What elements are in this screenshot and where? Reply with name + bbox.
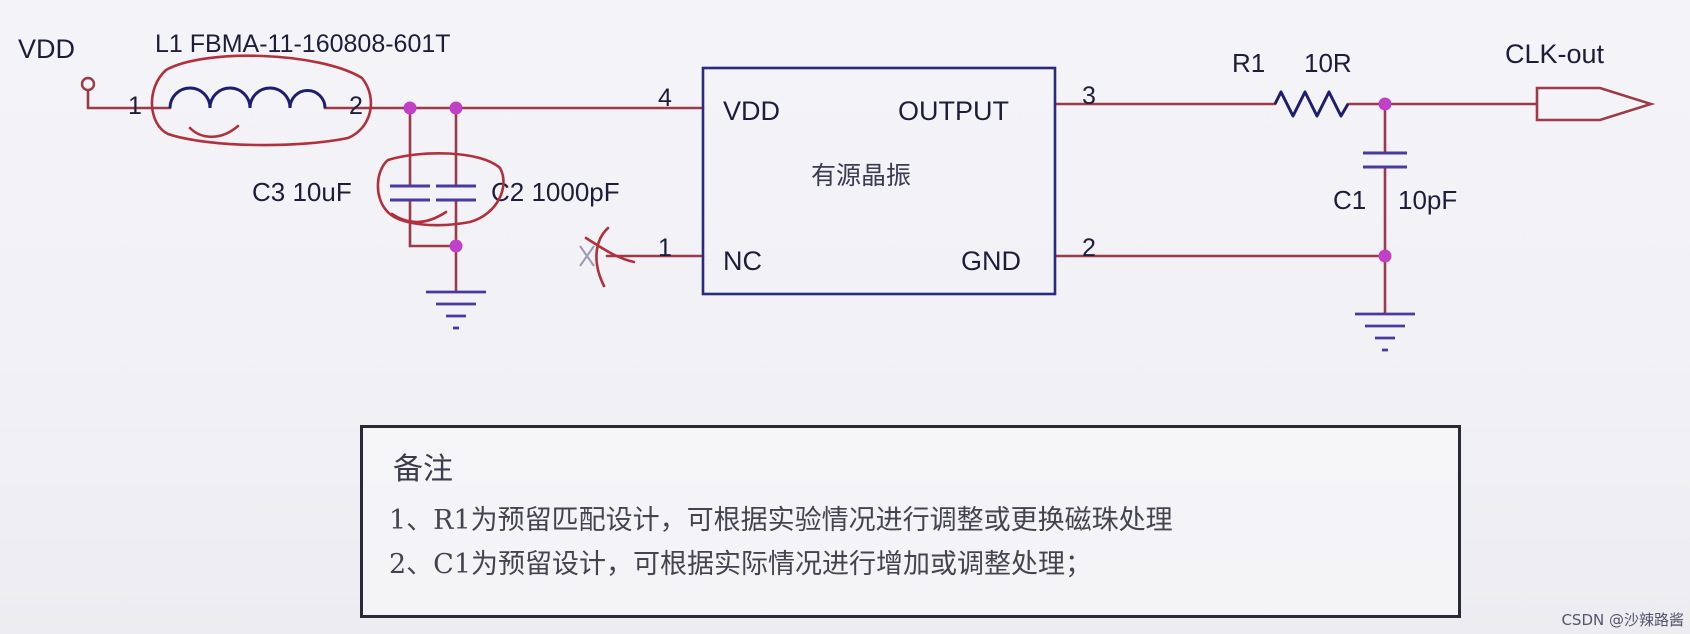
note-line-1: 1、R1为预留匹配设计，可根据实验情况进行调整或更换磁珠处理 — [389, 505, 1173, 536]
junctions — [403, 97, 1392, 263]
l1-pin1-number: 1 — [128, 92, 142, 120]
capacitor-c1 — [1363, 151, 1407, 169]
annotation-circle-caps — [376, 152, 505, 227]
nc-cross-icon — [579, 245, 595, 267]
annotation-squiggle-caps — [390, 210, 448, 224]
r1-designator: R1 — [1232, 48, 1265, 78]
c2-label: C2 1000pF — [491, 177, 620, 207]
capacitor-c2 — [436, 184, 476, 202]
l1-designator-part: L1 FBMA-11-160808-601T — [155, 30, 451, 58]
wires — [86, 102, 1539, 314]
pin-number-2: 2 — [1082, 234, 1096, 262]
vdd-supply-symbol — [80, 76, 96, 108]
pin-number-4: 4 — [658, 84, 672, 112]
inductor-l1 — [168, 86, 327, 109]
pin-label-vdd: VDD — [723, 96, 780, 126]
oscillator-title: 有源晶振 — [811, 161, 911, 190]
annotation-squiggle-l1 — [188, 124, 240, 139]
annotation-circle-l1 — [150, 54, 373, 147]
r1-value: 10R — [1304, 48, 1352, 78]
pin-number-1: 1 — [658, 234, 672, 262]
annotation-cross-nc-b — [584, 236, 636, 264]
ground-symbol-right — [1355, 312, 1415, 352]
pin-label-gnd: GND — [961, 246, 1021, 276]
junction-c3-top — [403, 101, 417, 115]
junction-cap-bottom — [449, 239, 463, 253]
pin-label-nc: NC — [723, 246, 762, 276]
ground-symbol-left — [426, 290, 486, 330]
oscillator-ic-body — [701, 66, 1057, 296]
clk-out-port — [1535, 86, 1656, 122]
capacitor-c3 — [390, 184, 430, 202]
l1-pin2-number: 2 — [349, 92, 363, 120]
watermark: CSDN @沙辣路酱 — [1561, 611, 1684, 629]
hand-annotations — [150, 54, 636, 288]
junction-gnd-c1 — [1378, 249, 1392, 263]
resistor-r1 — [1273, 90, 1350, 118]
note-line-2: 2、C1为预留设计，可根据实际情况进行增加或调整处理； — [389, 549, 1093, 580]
notes-title: 备注 — [393, 452, 453, 487]
clk-out-label: CLK-out — [1505, 39, 1605, 69]
pin-number-3: 3 — [1082, 82, 1096, 110]
c1-designator: C1 — [1333, 185, 1366, 215]
c3-label: C3 10uF — [252, 177, 352, 207]
pin-label-output: OUTPUT — [898, 96, 1009, 126]
c1-value: 10pF — [1398, 185, 1457, 215]
vdd-source-label: VDD — [18, 34, 75, 64]
notes-box: 备注 1、R1为预留匹配设计，可根据实验情况进行调整或更换磁珠处理 2、C1为预… — [360, 425, 1461, 618]
junction-c2-top — [449, 101, 463, 115]
junction-r1-c1 — [1378, 97, 1392, 111]
annotation-cross-nc-a — [595, 226, 610, 288]
